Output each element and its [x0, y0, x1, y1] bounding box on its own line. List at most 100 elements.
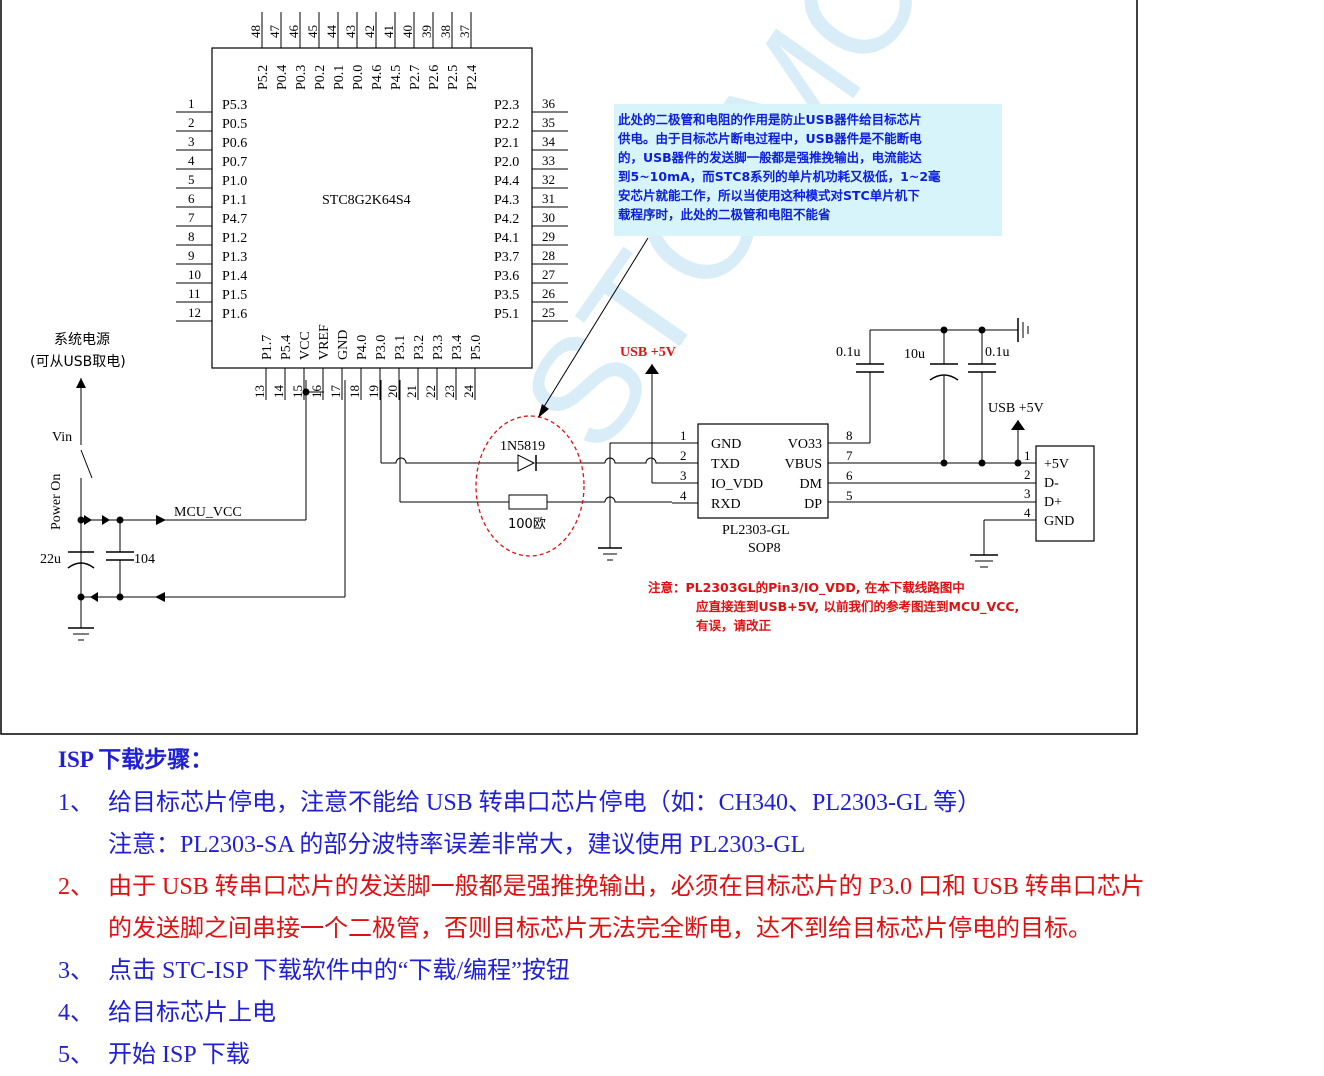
usb-5v-red-label: USB +5V	[620, 345, 676, 360]
bridge-name: PL2303-GL	[722, 523, 790, 538]
step-line: 4、给目标芯片上电	[58, 992, 1320, 1034]
pin-label: P2.6	[427, 65, 442, 90]
step-line: 注意：PL2303-SA 的部分波特率误差非常大，建议使用 PL2303-GL	[58, 824, 1320, 866]
pin-label: P0.5	[222, 117, 247, 132]
note-pointer	[541, 237, 649, 411]
step-line: 2、由于 USB 转串口芯片的发送脚一般都是强推挽输出，必须在目标芯片的 P3.…	[58, 866, 1320, 908]
pin-number: 4	[1024, 505, 1031, 520]
pin-label: VBUS	[785, 457, 822, 472]
watermark: STC MCU	[489, 0, 1019, 478]
pin-label: P2.4	[465, 65, 480, 90]
pin-number: 1	[680, 428, 687, 443]
pin-label: VCC	[298, 331, 313, 360]
pin-number: 9	[188, 248, 195, 263]
pin-label: P2.1	[494, 136, 519, 151]
pin-number: 29	[542, 229, 555, 244]
pin-label: P4.2	[494, 212, 519, 227]
bridge-chip-body	[697, 423, 829, 519]
pin-number: 2	[680, 448, 687, 463]
step-number	[58, 824, 108, 866]
pin-number: 27	[542, 267, 556, 282]
arrow-icon	[84, 515, 92, 525]
note-box	[614, 104, 1002, 236]
pin-label: P5.0	[469, 335, 484, 360]
pin-label: P1.5	[222, 288, 247, 303]
pin-number: 34	[542, 134, 556, 149]
pin-label: TXD	[711, 457, 740, 472]
pin-number: 33	[542, 153, 555, 168]
pin-number: 38	[438, 25, 453, 38]
pin-number: 19	[366, 385, 381, 398]
arrow-icon	[102, 515, 110, 525]
pin-number: 1	[188, 96, 195, 111]
pin-number: 1	[1024, 448, 1031, 463]
pin-number: 43	[343, 25, 358, 38]
pin-label: P4.6	[370, 65, 385, 90]
pin-number: 10	[188, 267, 201, 282]
pin-number: 47	[267, 25, 282, 39]
pin-label: P3.2	[412, 335, 427, 360]
arrow-icon	[538, 404, 549, 418]
pin-number: 6	[188, 191, 195, 206]
cap-01u-2-label: 0.1u	[985, 345, 1010, 360]
step-text: 给目标芯片停电，注意不能给 USB 转串口芯片停电（如：CH340、PL2303…	[108, 790, 982, 816]
pin-number: 40	[400, 25, 415, 38]
pin-label: P4.1	[494, 231, 519, 246]
step-text: 由于 USB 转串口芯片的发送脚一般都是强推挽输出，必须在目标芯片的 P3.0 …	[108, 874, 1145, 900]
pin-label: P1.7	[260, 335, 275, 360]
pin-number: 24	[461, 385, 476, 399]
pin-label: P1.3	[222, 250, 247, 265]
pin-label: D+	[1044, 495, 1062, 510]
pin-label: DP	[804, 497, 822, 512]
pin-label: P5.4	[279, 335, 294, 360]
arrow-icon	[90, 592, 98, 602]
step-line: 的发送脚之间串接一个二极管，否则目标芯片无法完全断电，达不到给目标芯片停电的目标…	[58, 908, 1320, 950]
ground-icon	[1017, 318, 1029, 342]
pin-number: 17	[328, 385, 343, 399]
schematic-frame	[0, 0, 1138, 735]
pin-number: 39	[419, 25, 434, 38]
note-line: 到5~10mA，而STC8系列的单片机功耗又极低，1~2毫	[618, 169, 941, 184]
pin-label: P1.1	[222, 193, 247, 208]
arrow-icon	[156, 515, 166, 525]
usb-connector-body	[1035, 445, 1095, 542]
power-arrow-icon	[645, 364, 659, 374]
cap-10u-label: 10u	[904, 347, 925, 362]
pin-number: 15	[290, 385, 305, 398]
pin-label: RXD	[711, 497, 741, 512]
pin-number: 7	[846, 448, 853, 463]
step-number: 1、	[58, 790, 94, 816]
system-power-label: 系统电源	[54, 332, 110, 348]
pin-label: P3.1	[393, 335, 408, 360]
pin-number: 44	[324, 25, 339, 39]
pin-number: 22	[423, 385, 438, 398]
pin-label: P2.0	[494, 155, 519, 170]
pin-number: 6	[846, 468, 853, 483]
vin-label: Vin	[52, 430, 72, 445]
pin-number: 13	[252, 385, 267, 398]
pin-label: IO_VDD	[711, 477, 763, 492]
vin-arrow-icon	[76, 378, 86, 388]
pin-label: P4.4	[494, 174, 519, 189]
pin-label: P0.1	[332, 65, 347, 90]
pin-label: P0.7	[222, 155, 247, 170]
red-note-line: 应直接连到USB+5V, 以前我们的参考图连到MCU_VCC,	[696, 599, 1019, 615]
red-note-line: 注意：PL2303GL的Pin3/IO_VDD, 在本下载线路图中	[648, 580, 965, 596]
pin-label: P0.0	[351, 65, 366, 90]
step-number	[58, 908, 108, 950]
pin-label: P3.0	[374, 335, 389, 360]
pin-label: P1.2	[222, 231, 247, 246]
pin-label: P4.3	[494, 193, 519, 208]
step-number: 2、	[58, 874, 94, 900]
pin-number: 3	[1024, 486, 1031, 501]
pin-number: 31	[542, 191, 555, 206]
pin-number: 48	[248, 25, 263, 38]
note-line: 此处的二极管和电阻的作用是防止USB器件给目标芯片	[618, 112, 922, 127]
pin-label: P3.5	[494, 288, 519, 303]
pin-number: 4	[680, 488, 687, 503]
resistor-label: 100欧	[508, 517, 546, 532]
pin-number: 2	[1024, 467, 1031, 482]
pin-label: P3.6	[494, 269, 519, 284]
